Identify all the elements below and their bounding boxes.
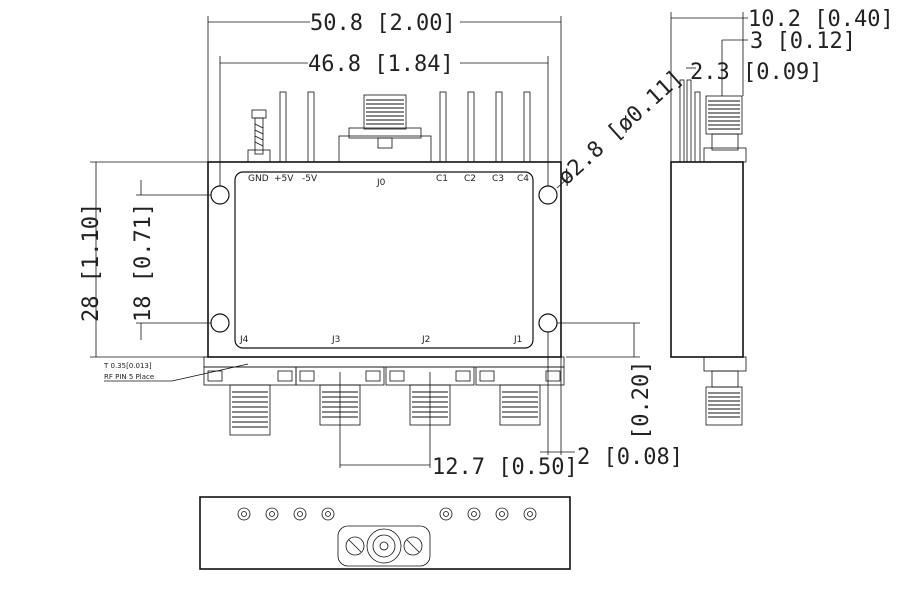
pin-label-c1: C1 [436,174,448,184]
dim-side-offset-2-3: 2.3 [0.09] [690,60,822,85]
pin-label-plus5v: +5V [274,174,294,184]
front-view: GND +5V -5V J0 C1 C2 C3 C4 J4 J3 J2 J1 [103,91,565,436]
j1-connector [475,366,565,426]
dim-connector-pitch: 12.7 [0.50] [432,455,578,480]
top-pin-holes [237,507,537,521]
dim-side-offset-3: 3 [0.12] [750,29,856,54]
side-dimensions: 10.2 [0.40] 3 [0.12] 2.3 [0.09] [670,7,894,162]
port-label-j2: J2 [421,335,430,345]
dim-hole-vertical-spacing: 18 [0.71] [131,203,156,322]
pin-label-j0: J0 [376,178,386,188]
note-line-2: RF PIN 5 Place [104,373,154,381]
pin-label-minus5v: -5V [302,174,318,184]
dim-overall-width: 50.8 [2.00] [310,11,456,36]
pin-label-gnd: GND [248,174,269,184]
module-body [207,161,562,358]
dim-hole-diameter: ø2.8 [ø0.11] [553,66,688,191]
pin-label-c3: C3 [492,174,504,184]
module-lid [234,171,534,349]
gnd-terminal [247,109,271,163]
dim-height: 28 [1.10] [79,203,104,322]
dim-hole-spacing: 46.8 [1.84] [308,52,454,77]
pin-label-c2: C2 [464,174,476,184]
bottom-connectors [203,356,565,436]
dim-edge-offset: 2 [0.08] [577,445,683,470]
side-view [670,79,747,426]
j4-connector [203,366,297,436]
port-label-j4: J4 [239,335,249,345]
port-label-j1: J1 [513,335,522,345]
note-line-1: T 0.35[0.013] [103,362,152,370]
j0-connector [338,94,432,163]
top-flange-connector [337,525,431,567]
top-view [199,496,571,570]
pin-label-c4: C4 [517,174,529,184]
side-body [670,161,744,358]
dim-connector-height: [0.20] [629,361,654,440]
dim-side-width: 10.2 [0.40] [748,7,894,32]
port-label-j3: J3 [331,335,340,345]
dc-pins [279,91,531,163]
top-body [199,496,571,570]
